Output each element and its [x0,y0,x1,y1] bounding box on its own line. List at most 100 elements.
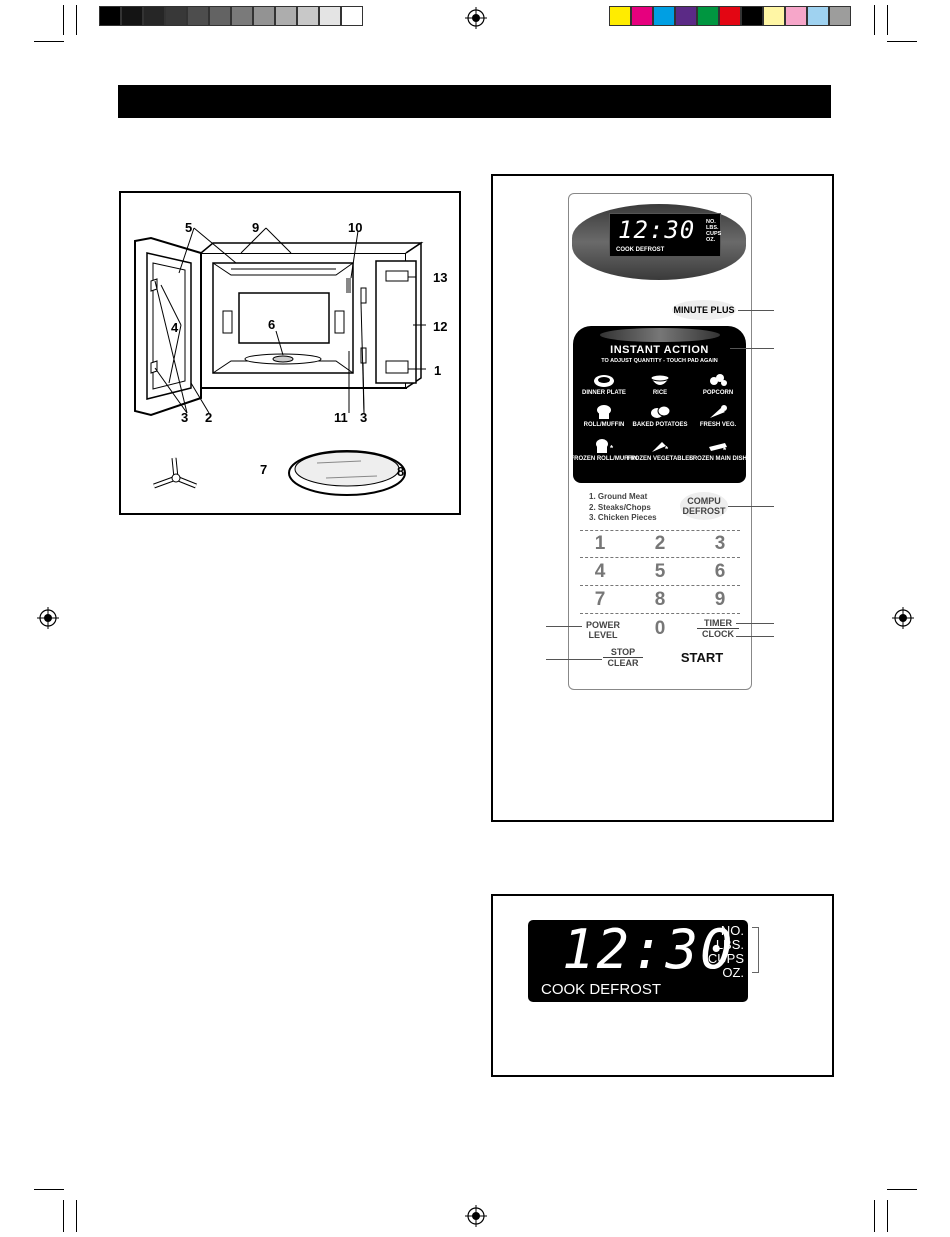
callout-12: 12 [433,319,448,334]
instant-action-panel [573,326,746,483]
color-swatch [785,6,807,26]
callout-4: 4 [171,320,179,335]
leader-line [736,623,774,624]
unit-lbs: LBS. [715,937,744,952]
keypad-separator [580,557,740,558]
callout-9: 9 [252,220,260,235]
instant-action-highlight [600,328,720,342]
color-swatch [231,6,253,26]
color-swatch [99,6,121,26]
rice-bowl-icon [650,374,670,385]
keypad-separator [580,530,740,531]
key-8[interactable]: 8 [654,589,666,610]
timer-clock-button[interactable]: TIMER CLOCK [697,618,739,639]
fresh-vegetable-icon [710,405,727,418]
defrost-item: 2. Steaks/Chops [589,502,651,512]
keypad-separator [580,613,740,614]
color-swatch [675,6,697,26]
color-swatch [719,6,741,26]
unit-oz: OZ. [722,965,744,980]
small-display-units: NO. LBS. CUPS OZ. [706,219,721,243]
defrost-list: 1. Ground Meat 2. Steaks/Chops 3. Chicke… [589,492,657,524]
color-swatch [829,6,851,26]
potato-icon [651,405,671,418]
food-popcorn-button[interactable]: POPCORN [683,372,753,397]
oven-diagram-box: 5 9 10 13 4 12 6 1 3 2 11 3 7 8 [119,191,461,515]
key-1[interactable]: 1 [594,533,606,554]
svg-text:*: * [665,445,669,454]
key-5[interactable]: 5 [654,561,666,582]
food-rice-button[interactable]: RICE [625,372,695,397]
key-9[interactable]: 9 [714,589,726,610]
svg-text:*: * [610,444,614,453]
key-3[interactable]: 3 [714,533,726,554]
leader-line [546,626,582,627]
callout-8: 8 [397,464,405,479]
svg-text:*: * [723,446,727,454]
food-frozen-roll-muffin-button[interactable]: * FROZEN ROLL/MUFFIN [569,438,639,463]
defrost-item: 1. Ground Meat [589,492,648,501]
key-0[interactable]: 0 [654,618,666,639]
leader-line [738,310,774,311]
color-swatch [319,6,341,26]
keypad-row-3: 7 8 9 [580,589,740,611]
dinner-plate-icon [594,375,614,387]
food-frozen-main-dish-button[interactable]: * FROZEN MAIN DISH [683,438,753,463]
stop-clear-button[interactable]: STOP CLEAR [603,647,643,668]
color-swatch [609,6,631,26]
key-2[interactable]: 2 [654,533,666,554]
food-roll-muffin-button[interactable]: ROLL/MUFFIN [569,404,639,429]
food-baked-potatoes-button[interactable]: BAKED POTATOES [625,404,695,429]
unit-oz: OZ. [706,237,716,243]
timer-label: TIMER [697,618,739,629]
defrost-item: 3. Chicken Pieces [589,513,657,522]
unit-lbs: LBS. [706,225,719,231]
callout-3-left: 3 [181,410,189,425]
frozen-main-dish-icon: * [709,443,727,454]
food-dinner-plate-button[interactable]: DINNER PLATE [569,372,639,397]
minute-plus-button[interactable] [672,300,736,320]
leader-line [730,348,774,349]
callout-5: 5 [185,220,193,235]
color-swatch [187,6,209,26]
small-display: 12:30 COOK DEFROST NO. LBS. CUPS OZ. [609,213,721,257]
key-6[interactable]: 6 [714,561,726,582]
key-7[interactable]: 7 [594,589,606,610]
keypad-separator [580,585,740,586]
color-swatch [165,6,187,26]
color-swatch [143,6,165,26]
leader-line [728,506,774,507]
frozen-vegetables-icon: * [652,442,669,454]
food-frozen-vegetables-button[interactable]: * FROZEN VEGETABLES [625,438,695,463]
leader-line [546,659,602,660]
color-swatch [631,6,653,26]
registration-mark-top [465,7,487,29]
food-label: FRESH VEG. [699,422,737,428]
food-label: FROZEN ROLL/MUFFIN [570,456,638,462]
large-display-units: NO. LBS. CUPS OZ. [706,924,744,980]
stop-label: STOP [603,647,643,658]
leader-line [736,636,774,637]
color-swatch [253,6,275,26]
compu-defrost-button[interactable] [680,492,728,520]
color-swatch [275,6,297,26]
key-4[interactable]: 4 [594,561,606,582]
instant-action-title: INSTANT ACTION [610,344,709,356]
title-bar [118,85,831,118]
start-button[interactable]: START [680,650,724,665]
registration-mark-right [892,607,914,629]
food-label: BAKED POTATOES [632,422,688,428]
color-swatch [121,6,143,26]
food-label: FROZEN VEGETABLES [626,456,694,462]
frozen-muffin-icon: * [596,439,614,453]
color-swatch [697,6,719,26]
clear-label: CLEAR [607,658,639,668]
food-fresh-veg-button[interactable]: FRESH VEG. [683,404,753,429]
callout-11: 11 [334,410,348,425]
unit-cups: CUPS [706,231,722,237]
food-label: ROLL/MUFFIN [583,422,625,428]
callout-1: 1 [434,363,442,378]
oven-illustration [134,227,426,496]
